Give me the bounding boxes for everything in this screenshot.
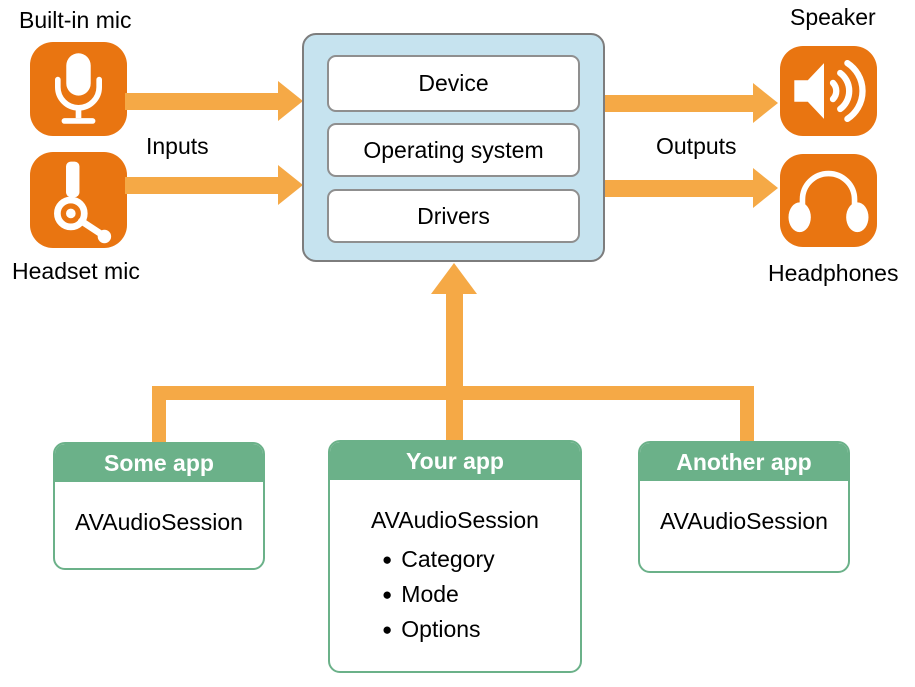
output-arrow-1-shaft: [605, 95, 753, 112]
microphone-icon: [30, 42, 127, 136]
headphones-icon: [780, 154, 877, 247]
system-layer-drivers: Drivers: [327, 189, 580, 243]
app-box-another-app: Another app AVAudioSession: [638, 441, 850, 573]
speaker-label: Speaker: [790, 4, 876, 30]
built-in-mic-label: Built-in mic: [19, 7, 132, 33]
inputs-label: Inputs: [146, 133, 209, 159]
connector-another-app-stub: [740, 386, 754, 442]
connector-center-shaft: [446, 294, 463, 441]
input-arrow-1-head: [278, 81, 303, 121]
avaudiosession-label: AVAudioSession: [371, 507, 539, 533]
speaker-icon: [780, 46, 877, 136]
bullet-icon: ●: [382, 585, 393, 604]
output-arrow-1-head: [753, 83, 778, 123]
output-arrow-2-head: [753, 168, 778, 208]
bullet-options-label: Options: [401, 616, 481, 642]
headset-mic-label: Headset mic: [12, 258, 140, 284]
input-arrow-2-shaft: [125, 177, 278, 194]
bullet-icon: ●: [382, 620, 393, 639]
avaudiosession-label: AVAudioSession: [660, 508, 828, 534]
connector-up-arrowhead: [431, 263, 477, 294]
headset-mic-icon: [30, 152, 127, 248]
bullet-mode-label: Mode: [401, 581, 459, 607]
session-properties-list: ● Category ● Mode ● Options: [382, 542, 580, 647]
connector-some-app-stub: [152, 386, 166, 443]
app-header-your-app: Your app: [330, 442, 580, 480]
app-box-your-app: Your app AVAudioSession ● Category ● Mode …: [328, 440, 582, 673]
headphones-label: Headphones: [768, 260, 899, 286]
list-item: ● Mode: [382, 577, 580, 612]
system-layer-operating-system: Operating system: [327, 123, 580, 177]
bullet-category-label: Category: [401, 546, 495, 572]
list-item: ● Category: [382, 542, 580, 577]
output-arrow-2-shaft: [605, 180, 753, 197]
app-header-another-app: Another app: [640, 443, 848, 481]
bullet-icon: ●: [382, 550, 393, 569]
input-arrow-2-head: [278, 165, 303, 205]
outputs-label: Outputs: [656, 133, 737, 159]
avaudiosession-label: AVAudioSession: [75, 509, 243, 535]
app-header-some-app: Some app: [55, 444, 263, 482]
system-layer-device: Device: [327, 55, 580, 112]
list-item: ● Options: [382, 612, 580, 647]
input-arrow-1-shaft: [125, 93, 278, 110]
app-box-some-app: Some app AVAudioSession: [53, 442, 265, 570]
system-stack-panel: Device Operating system Drivers: [302, 33, 605, 262]
